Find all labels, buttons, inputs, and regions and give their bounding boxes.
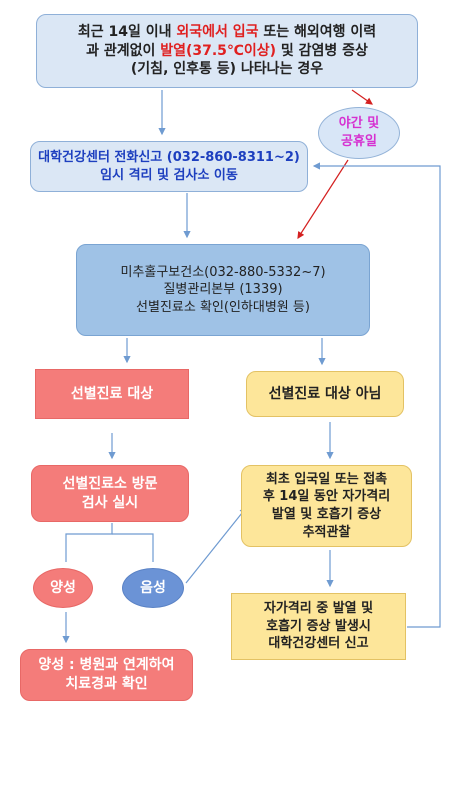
screening-target-box: 선별진료 대상 — [35, 369, 189, 419]
arrow-night-to-health — [297, 159, 349, 240]
trigger-line-3: (기침, 인후통 등) 나타나는 경우 — [130, 61, 324, 78]
symptom-report-box: 자가격리 중 발열 및 호흡기 증상 발생시 대학건강센터 신고 — [231, 593, 406, 660]
self-quarantine-monitor-box: 최초 입국일 또는 접촉 후 14일 동안 자가격리 발열 및 호흡기 증상 추… — [241, 465, 412, 547]
arrow-top-to-night — [351, 89, 373, 105]
health-center-call-box: 대학건강센터 전화신고 (032-860-8311~2) 임시 격리 및 검사소… — [30, 141, 308, 192]
night-holiday-bubble: 야간 및 공휴일 — [318, 107, 400, 159]
not-screening-target-box: 선별진료 대상 아님 — [246, 371, 404, 417]
connector-visit-negative — [112, 533, 154, 562]
trigger-line-2: 과 관계없이 발열(37.5℃이상) 및 감염병 증상 — [86, 42, 368, 59]
trigger-condition-box: 최근 14일 이내 외국에서 입국 또는 해외여행 이력 과 관계없이 발열(3… — [36, 14, 418, 88]
negative-result-pill: 음성 — [122, 568, 184, 608]
positive-treatment-box: 양성 : 병원과 연계하여 치료경과 확인 — [20, 649, 193, 701]
positive-result-pill: 양성 — [33, 568, 93, 608]
arrow-negative-to-monitor — [185, 507, 247, 584]
trigger-line-1: 최근 14일 이내 외국에서 입국 또는 해외여행 이력 — [77, 23, 377, 40]
public-health-center-box: 미추홀구보건소(032-880-5332~7) 질병관리본부 (1339) 선별… — [76, 244, 370, 336]
arrow-report-loop — [312, 162, 441, 628]
clinic-visit-box: 선별진료소 방문 검사 실시 — [31, 465, 189, 522]
connector-visit-branch — [65, 523, 113, 562]
